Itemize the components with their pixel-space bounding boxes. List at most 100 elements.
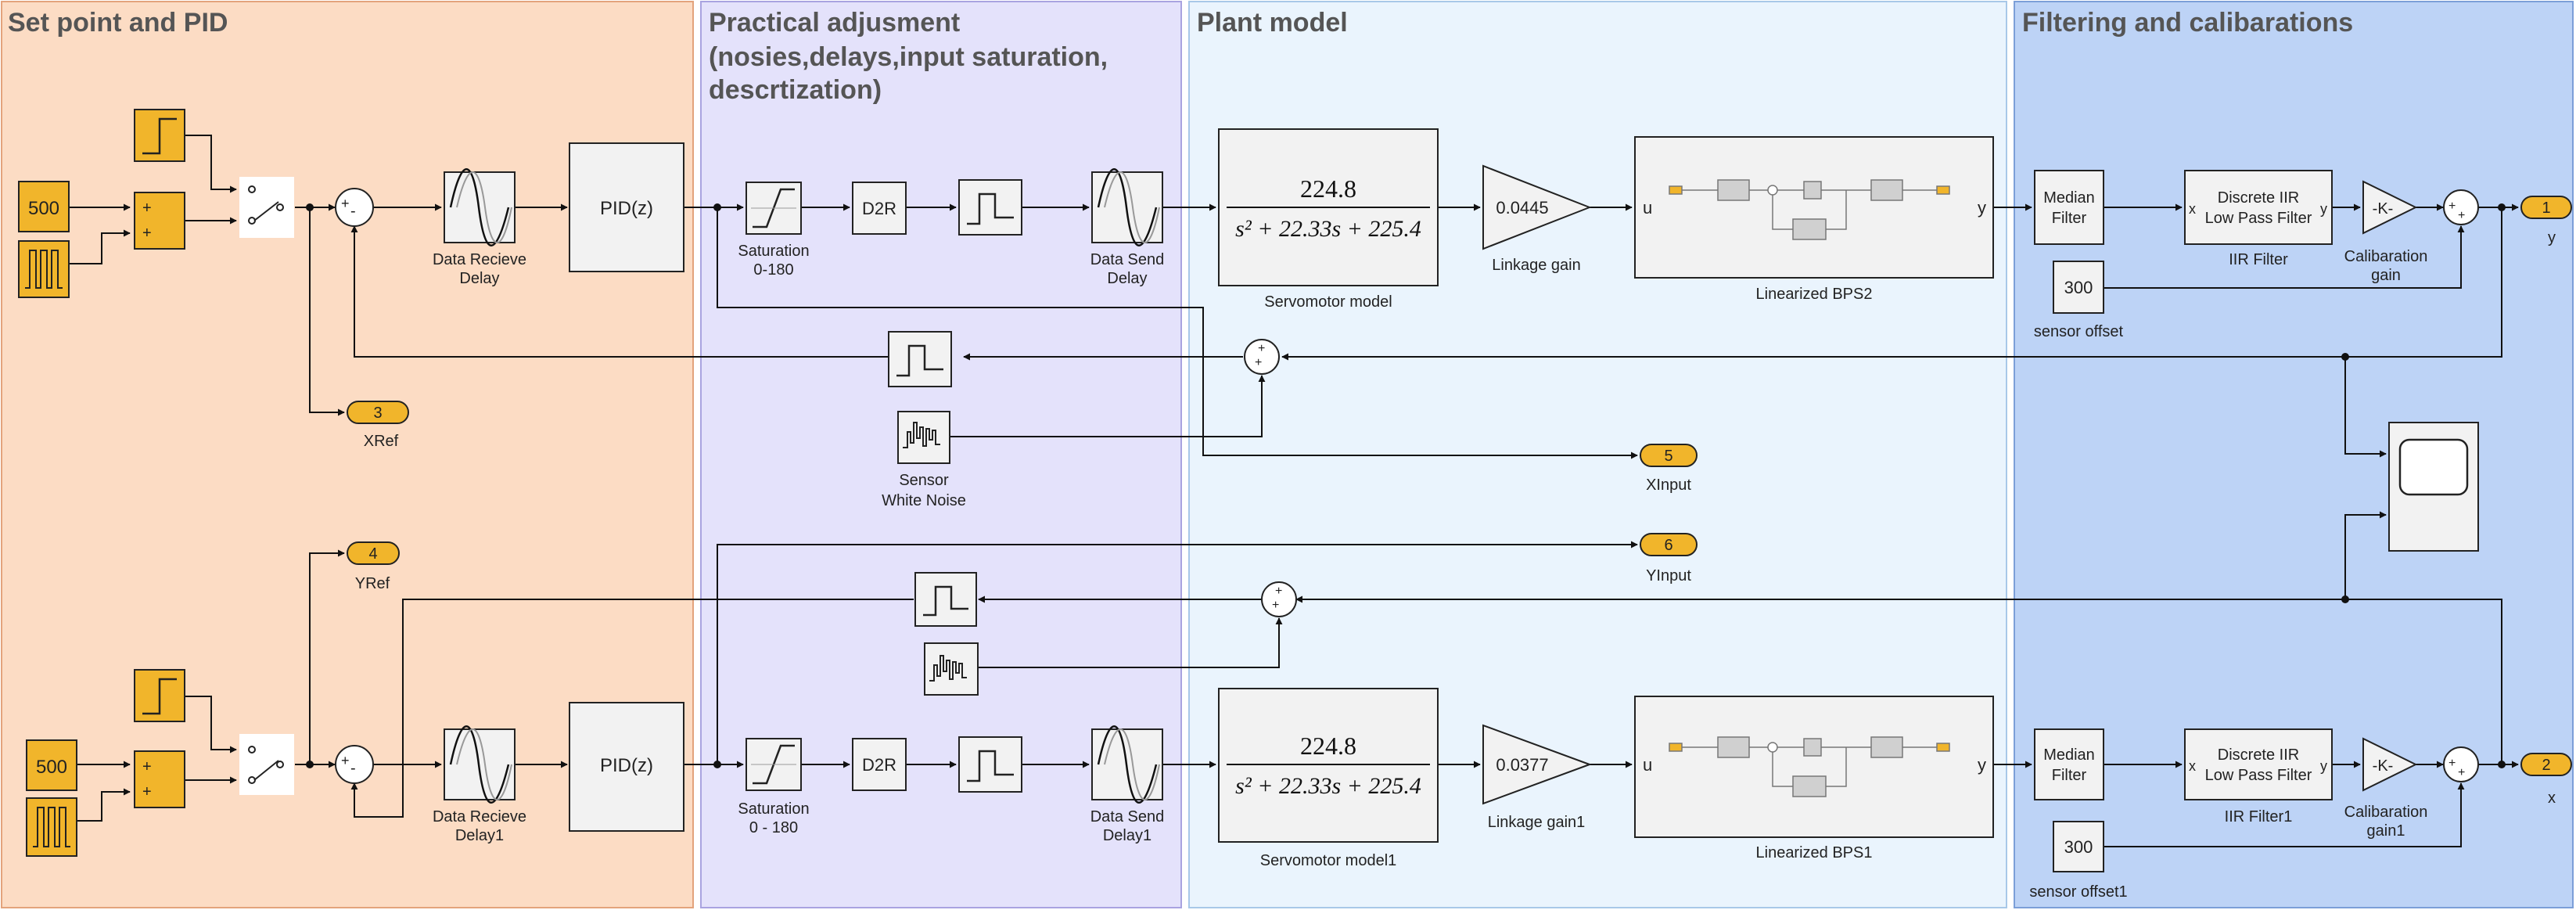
svg-text:u: u	[1643, 198, 1652, 218]
pulse-generator-bottom[interactable]	[26, 797, 77, 857]
svg-text:D2R: D2R	[862, 755, 896, 775]
area-title-filtering: Filtering and calibarations	[2022, 8, 2353, 38]
svg-text:Low Pass Filter: Low Pass Filter	[2205, 210, 2312, 227]
label-calib-top-2: gain	[2371, 267, 2401, 284]
pid-controller-top[interactable]: PID(z)	[569, 142, 684, 272]
zoh-staircase-icon	[967, 192, 1014, 225]
data-send-delay-bottom[interactable]	[1091, 725, 1163, 804]
area-title-practical-2: (nosies,delays,input saturation,	[709, 42, 1108, 72]
step-source-top[interactable]	[134, 109, 185, 162]
pid-controller-bottom[interactable]: PID(z)	[569, 702, 684, 832]
label-iir-bottom: IIR Filter1	[2225, 808, 2293, 825]
zoh-block-bottom[interactable]	[958, 736, 1022, 793]
area-title-setpoint: Set point and PID	[8, 8, 228, 38]
svg-text:y: y	[2320, 201, 2327, 217]
sensor-white-noise-top[interactable]	[897, 411, 950, 464]
outport-3-label: XRef	[364, 433, 399, 450]
d2r-block-top[interactable]: D2R	[852, 182, 907, 235]
calibration-gain-bottom[interactable]: -K-	[2362, 737, 2418, 792]
iir-filter-bottom[interactable]: Discrete IIR Low Pass Filter x y	[2184, 728, 2333, 800]
data-receive-delay-top[interactable]	[444, 168, 516, 246]
sensor-offset-top[interactable]: 300	[2053, 261, 2104, 314]
output-sum-top[interactable]: + +	[2443, 189, 2479, 225]
svg-text:300: 300	[2064, 278, 2093, 297]
svg-text:2: 2	[2542, 757, 2550, 774]
linearized-bps2[interactable]: u y	[1634, 136, 1994, 279]
subsystem-preview-icon	[1669, 736, 1950, 797]
sensor-white-noise-bottom[interactable]	[924, 642, 979, 696]
servomotor-tf-bottom[interactable]: 224.8 s² + 22.33s + 225.4	[1218, 688, 1439, 843]
outport-4[interactable]: 4	[347, 541, 400, 565]
svg-text:Low Pass Filter: Low Pass Filter	[2205, 767, 2312, 784]
area-title-practical-3: descrtization)	[709, 75, 882, 105]
svg-text:-K-: -K-	[2373, 200, 2394, 218]
linearized-bps1[interactable]: u y	[1634, 696, 1994, 838]
svg-text:+: +	[142, 200, 152, 217]
saturation-block-bottom[interactable]	[745, 738, 802, 791]
svg-text:4: 4	[368, 545, 377, 563]
svg-text:y: y	[2320, 758, 2327, 774]
wire-junctions	[306, 203, 2506, 768]
svg-text:s² + 22.33s + 225.4: s² + 22.33s + 225.4	[1235, 216, 1421, 242]
saturation-block-top[interactable]	[745, 182, 802, 235]
label-data-receive-delay1-2: Delay1	[455, 827, 504, 844]
output-sum-bottom[interactable]: + +	[2443, 746, 2479, 782]
manual-switch-top[interactable]	[239, 177, 294, 238]
error-sum-top[interactable]: + -	[335, 188, 374, 227]
constant-block-bottom[interactable]: 500	[26, 739, 77, 791]
outport-6-label: YInput	[1646, 567, 1691, 584]
outport-2[interactable]: 2	[2520, 753, 2572, 776]
outport-5-label: XInput	[1646, 477, 1691, 494]
outport-3[interactable]: 3	[347, 401, 409, 424]
outport-6[interactable]: 6	[1640, 533, 1698, 556]
label-offset-bottom: sensor offset1	[2029, 883, 2127, 901]
median-filter-top[interactable]: Median Filter	[2034, 170, 2104, 245]
area-title-practical-1: Practical adjusment	[709, 8, 960, 38]
outport-5[interactable]: 5	[1640, 444, 1698, 467]
label-iir-top: IIR Filter	[2229, 251, 2288, 268]
linkage-gain-bottom[interactable]: 0.0377	[1482, 724, 1592, 805]
svg-text:3: 3	[373, 405, 382, 422]
label-data-send-bot-1: Data Send	[1090, 808, 1165, 825]
sum-block-top[interactable]: + +	[134, 192, 185, 250]
svg-text:Median: Median	[2043, 746, 2095, 764]
label-saturation-top-2: 0-180	[753, 261, 793, 279]
sensor-offset-bottom[interactable]: 300	[2053, 821, 2104, 872]
svg-text:+: +	[2448, 200, 2456, 213]
iir-filter-top[interactable]: Discrete IIR Low Pass Filter x y	[2184, 170, 2333, 245]
label-data-receive-delay-1: Data Recieve	[433, 251, 526, 268]
feedback-zoh-bottom[interactable]	[914, 572, 977, 627]
constant-block-top[interactable]: 500	[18, 181, 70, 232]
data-send-delay-top[interactable]	[1091, 168, 1163, 246]
error-sum-bottom[interactable]: + -	[335, 745, 374, 784]
pulse-generator-top[interactable]	[18, 240, 70, 298]
sum-block-bottom[interactable]: + +	[134, 750, 185, 808]
step-source-bottom[interactable]	[134, 669, 185, 722]
area-title-plant: Plant model	[1197, 8, 1348, 38]
servomotor-tf-top[interactable]: 224.8 s² + 22.33s + 225.4	[1218, 128, 1439, 286]
scope-block[interactable]	[2388, 422, 2479, 552]
data-receive-delay-bottom[interactable]	[444, 725, 516, 804]
noise-sum-bottom[interactable]: + +	[1261, 581, 1297, 617]
label-data-receive-delay1-1: Data Recieve	[433, 808, 526, 825]
svg-text:-: -	[350, 203, 356, 220]
label-calib-bot-2: gain1	[2367, 822, 2405, 840]
scope-screen-icon	[2398, 438, 2469, 496]
zoh-block-top[interactable]	[958, 179, 1022, 236]
d2r-block-bottom[interactable]: D2R	[852, 738, 907, 791]
feedback-zoh-top[interactable]	[888, 331, 952, 387]
svg-text:5: 5	[1664, 448, 1672, 465]
calibration-gain-top[interactable]: -K-	[2362, 180, 2418, 235]
noise-sum-top[interactable]: + +	[1244, 339, 1280, 375]
label-servo-top: Servomotor model	[1264, 293, 1392, 311]
svg-text:0.0377: 0.0377	[1496, 755, 1548, 775]
svg-text:+: +	[341, 753, 350, 768]
median-filter-bottom[interactable]: Median Filter	[2034, 728, 2104, 800]
label-linkage-gain-top: Linkage gain	[1492, 257, 1580, 274]
svg-text:+: +	[2458, 209, 2465, 222]
outport-1[interactable]: 1	[2520, 196, 2572, 219]
svg-text:x: x	[2189, 758, 2196, 774]
manual-switch-bottom[interactable]	[239, 734, 294, 795]
linkage-gain-top[interactable]: 0.0445	[1482, 164, 1592, 250]
